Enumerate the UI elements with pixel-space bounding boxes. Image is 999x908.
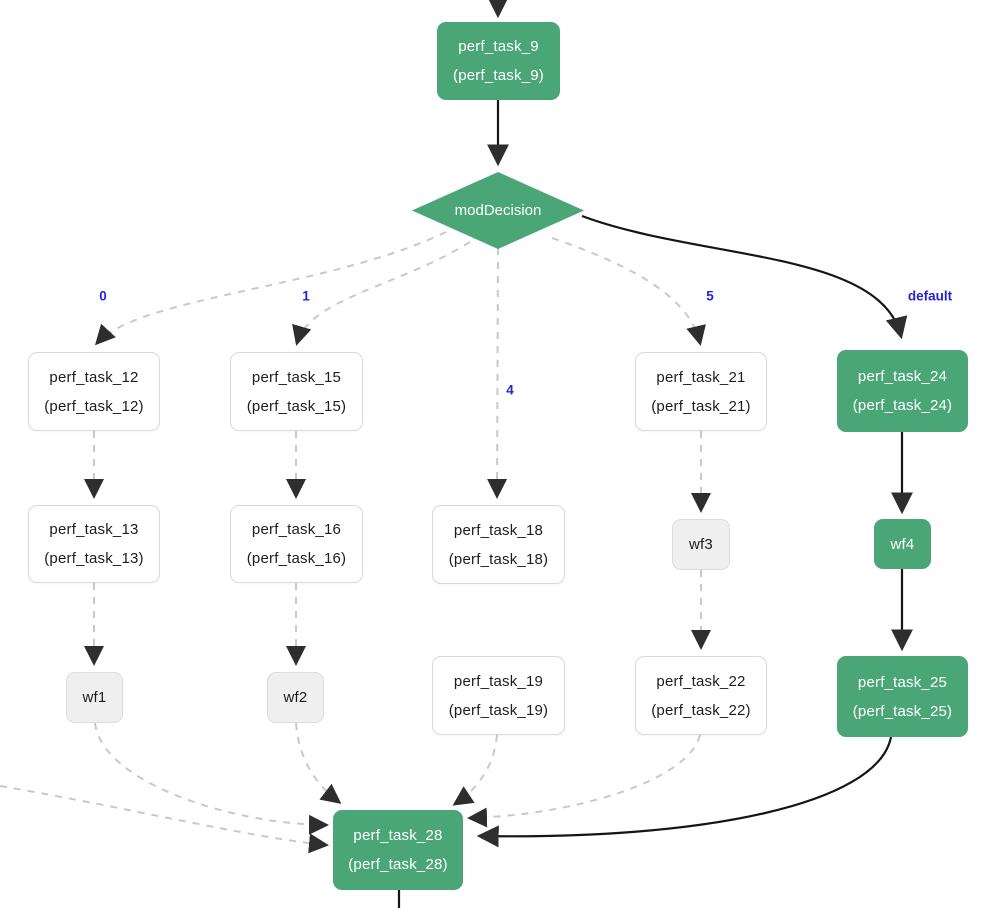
node-perf-task-24[interactable]: perf_task_24 (perf_task_24) xyxy=(837,350,968,432)
edge-perf-task-25-to-perf-task-28 xyxy=(476,736,893,848)
edge-moddecision-default-to-perf-task-24 xyxy=(581,214,908,340)
edge-moddecision-case0-to-perf-task-12 xyxy=(94,231,447,346)
node-label: wf1 xyxy=(82,689,107,706)
node-perf-task-12[interactable]: perf_task_12 (perf_task_12) xyxy=(28,352,160,431)
edge-moddecision-case5-to-perf-task-21 xyxy=(551,237,706,346)
node-label: perf_task_21 xyxy=(656,368,746,386)
edge-wf1-to-perf-task-28 xyxy=(94,722,329,835)
node-perf-task-25[interactable]: perf_task_25 (perf_task_25) xyxy=(837,656,968,737)
node-perf-task-18[interactable]: perf_task_18 (perf_task_18) xyxy=(432,505,565,584)
edge-label-case-1: 1 xyxy=(302,288,310,304)
edge-label-case-0: 0 xyxy=(99,288,107,304)
node-label: perf_task_19 xyxy=(453,672,544,690)
node-wf2[interactable]: wf2 xyxy=(267,672,324,723)
node-label: perf_task_24 xyxy=(857,368,948,385)
node-label: wf4 xyxy=(890,535,915,553)
node-sublabel: (perf_task_16) xyxy=(246,550,347,567)
node-label: modDecision xyxy=(454,202,542,219)
node-perf-task-16[interactable]: perf_task_16 (perf_task_16) xyxy=(230,505,363,583)
node-perf-task-19[interactable]: perf_task_19 (perf_task_19) xyxy=(432,656,565,735)
node-label: perf_task_22 xyxy=(656,672,746,690)
node-sublabel: (perf_task_9) xyxy=(453,67,544,84)
node-perf-task-15[interactable]: perf_task_15 (perf_task_15) xyxy=(230,352,363,431)
edge-moddecision-case1-to-perf-task-15 xyxy=(292,241,471,346)
node-perf-task-28[interactable]: perf_task_28 (perf_task_28) xyxy=(333,810,463,890)
node-label: perf_task_16 xyxy=(251,521,342,538)
edge-wf2-to-perf-task-28 xyxy=(295,722,342,804)
node-wf4[interactable]: wf4 xyxy=(874,519,931,569)
node-perf-task-13[interactable]: perf_task_13 (perf_task_13) xyxy=(28,505,160,583)
node-sublabel: (perf_task_12) xyxy=(44,397,144,415)
edge-label-case-5: 5 xyxy=(706,288,714,304)
node-sublabel: (perf_task_13) xyxy=(44,550,144,567)
node-wf3[interactable]: wf3 xyxy=(672,519,730,570)
node-sublabel: (perf_task_19) xyxy=(448,701,549,719)
node-label: perf_task_12 xyxy=(49,368,139,386)
node-sublabel: (perf_task_18) xyxy=(448,550,549,568)
edge-moddecision-case4-to-perf-task-18 xyxy=(487,247,508,499)
node-label: perf_task_15 xyxy=(251,368,342,386)
node-sublabel: (perf_task_28) xyxy=(348,856,448,873)
node-perf-task-9[interactable]: perf_task_9 (perf_task_9) xyxy=(437,22,560,100)
node-label: wf2 xyxy=(283,689,308,706)
node-sublabel: (perf_task_24) xyxy=(852,397,953,414)
edge-label-case-4: 4 xyxy=(506,382,514,398)
node-sublabel: (perf_task_21) xyxy=(651,397,751,415)
node-sublabel: (perf_task_22) xyxy=(651,701,751,719)
node-sublabel: (perf_task_25) xyxy=(852,702,953,720)
node-perf-task-22[interactable]: perf_task_22 (perf_task_22) xyxy=(635,656,767,735)
edge-perf-task-22-to-perf-task-28 xyxy=(467,734,701,828)
node-label: perf_task_18 xyxy=(453,521,544,539)
node-label: perf_task_9 xyxy=(458,38,539,55)
node-label: perf_task_28 xyxy=(353,827,443,844)
edge-offscreen-left-to-perf-task-28 xyxy=(0,785,329,854)
node-label: perf_task_25 xyxy=(857,673,948,691)
node-wf1[interactable]: wf1 xyxy=(66,672,123,723)
node-label: wf3 xyxy=(689,536,713,553)
edge-label-default: default xyxy=(907,288,953,304)
node-label: perf_task_13 xyxy=(49,521,139,538)
edge-perf-task-19-to-perf-task-28 xyxy=(452,734,498,806)
node-sublabel: (perf_task_15) xyxy=(246,397,347,415)
node-perf-task-21[interactable]: perf_task_21 (perf_task_21) xyxy=(635,352,767,431)
